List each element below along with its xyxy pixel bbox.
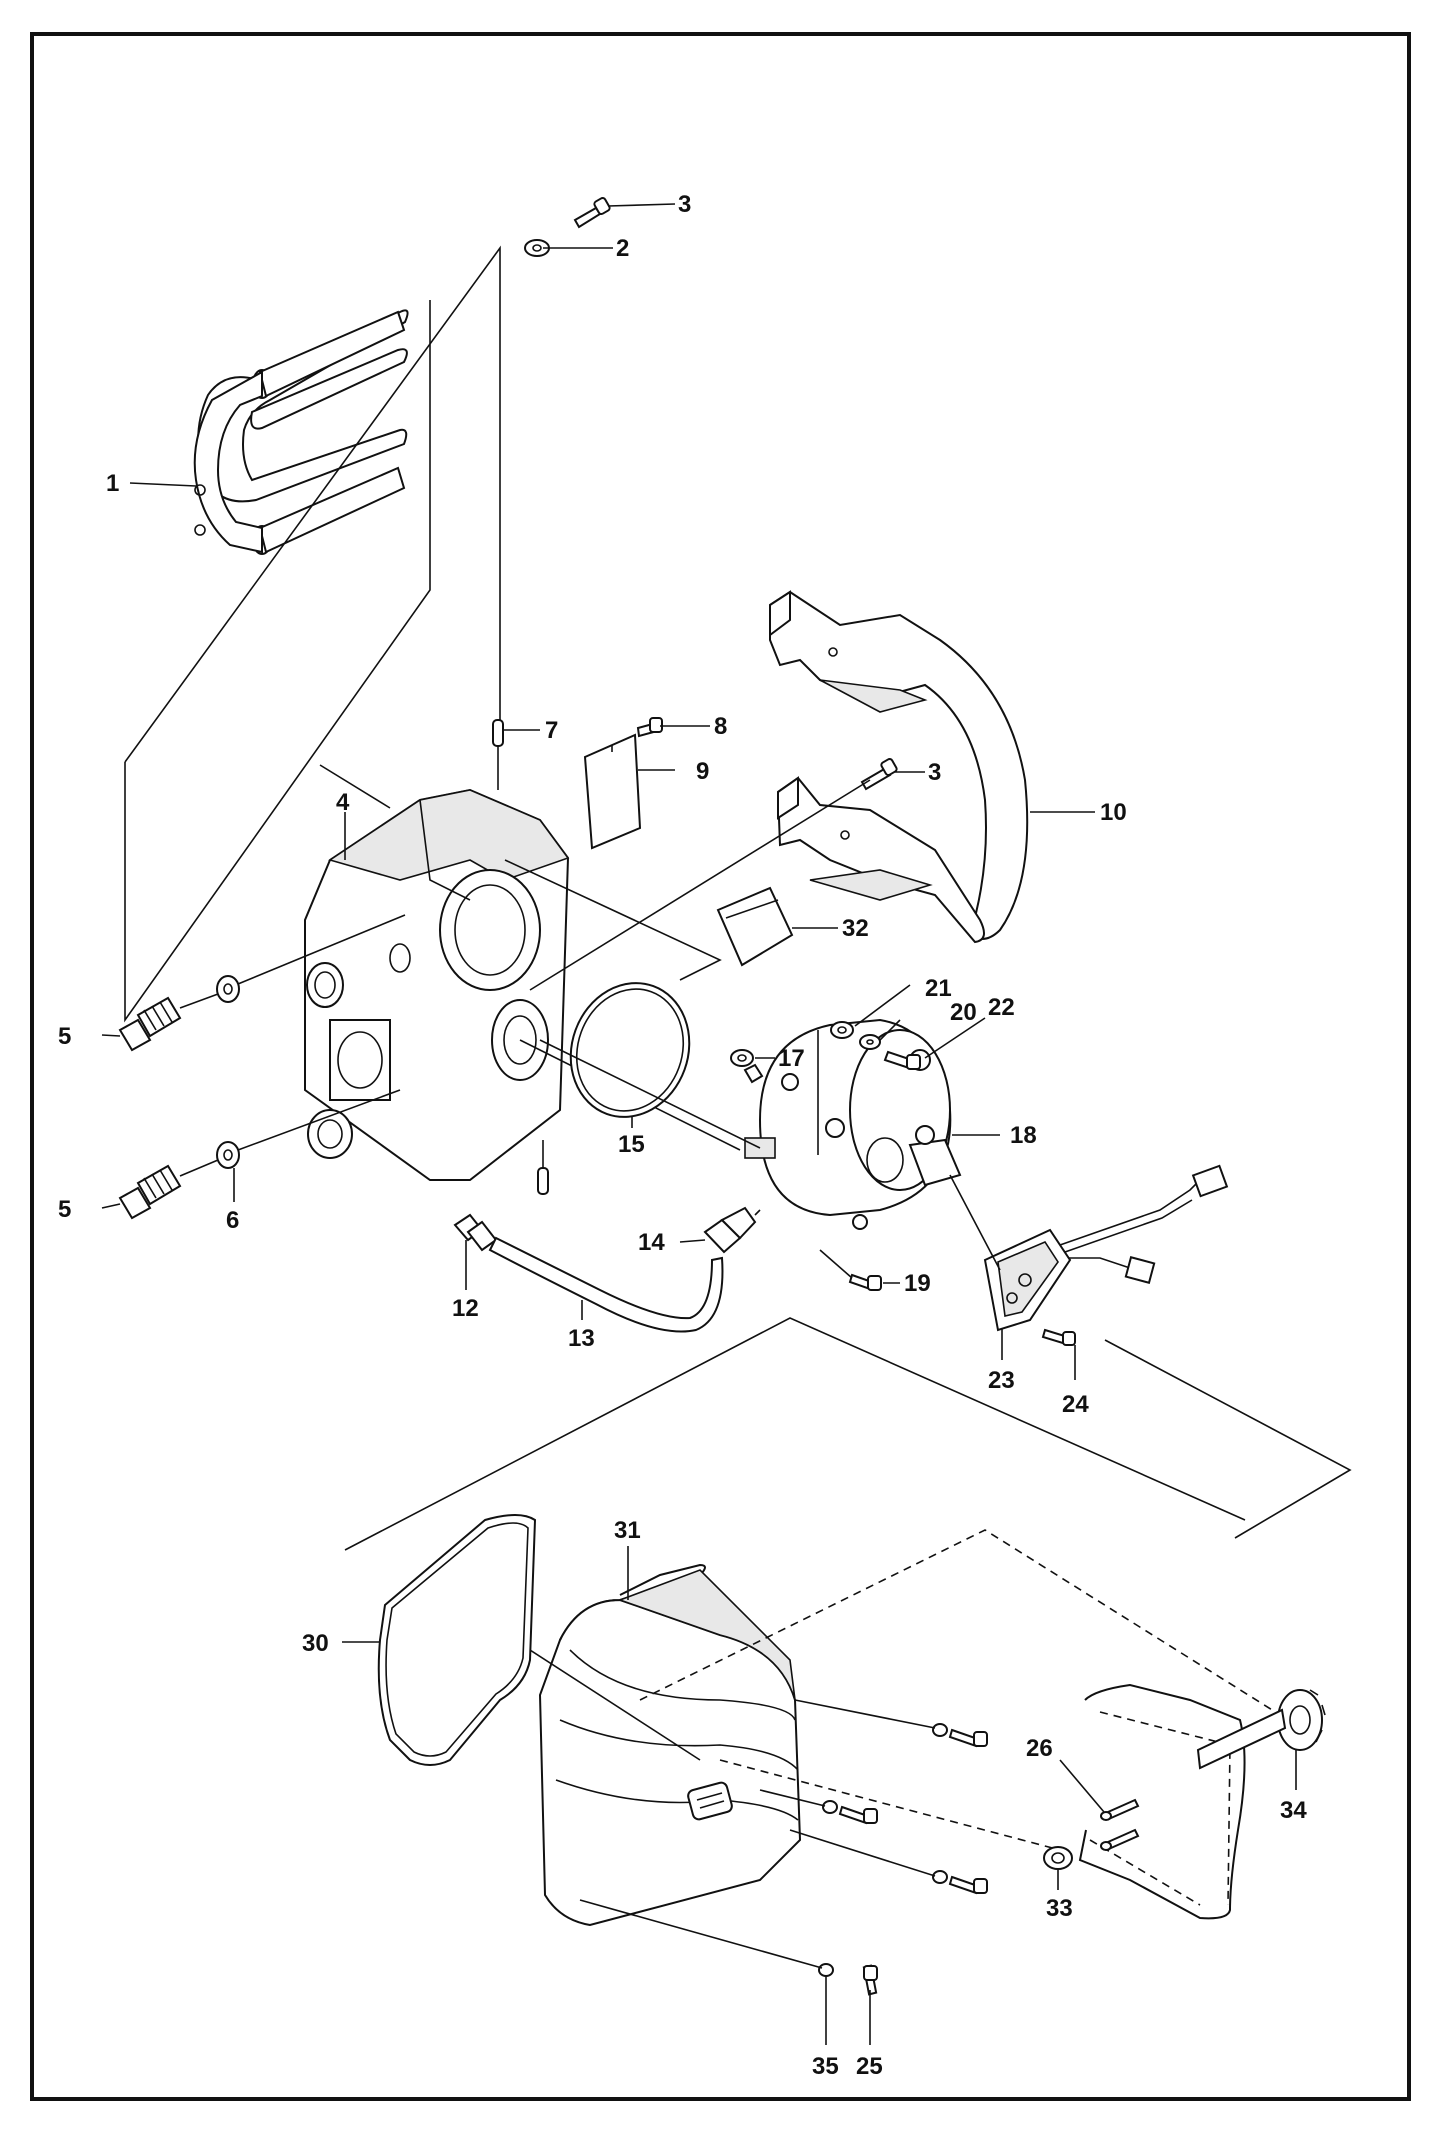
part-6-washer-upper [216,975,240,1003]
part-5-nipple-lower [118,1164,182,1220]
part-24-screw [1041,1328,1076,1346]
callout-1: 1 [106,470,119,497]
callout-14: 14 [638,1229,665,1256]
callout-9: 9 [696,758,709,785]
part-14-elbow [703,1206,757,1254]
part-12-hose-fitting [453,1213,498,1252]
callout-17: 17 [778,1045,805,1072]
part-9-cover-plate [583,733,642,850]
part-31-motor-cover [538,1563,802,1927]
callout-30: 30 [302,1630,329,1657]
part-35-washer [818,1963,834,1977]
part-8-screw [636,717,663,738]
part-32-grease-packet [716,886,794,967]
callout-10: 10 [1100,799,1127,826]
part-33-plug [1043,1846,1073,1870]
callout-35: 35 [812,2053,839,2080]
callout-18: 18 [1010,1122,1037,1149]
callout-3-handle: 3 [928,759,941,786]
callout-3: 3 [678,191,691,218]
part-7-pin [492,719,549,1195]
callout-5-upper: 5 [58,1023,71,1050]
callout-25: 25 [856,2053,883,2080]
part-4-gear-housing [304,788,570,1181]
callout-labels: 1 2 3 3 4 5 5 6 7 8 9 10 12 13 14 15 17 … [58,191,1307,2080]
callout-13: 13 [568,1325,595,1352]
part-34-fan-housing [1078,1683,1326,1920]
part-30-gasket [377,1514,537,1766]
callout-20: 20 [950,999,977,1026]
callout-31: 31 [614,1517,641,1544]
part-19-screw [848,1273,882,1291]
part-3-screw-top [573,197,611,229]
part-22-screw [883,1050,921,1070]
cover-screw-3 [932,1870,988,1895]
callout-33: 33 [1046,1895,1073,1922]
callout-6: 6 [226,1207,239,1234]
cover-screw-1 [932,1723,988,1748]
callout-8: 8 [714,713,727,740]
part-17-washer [730,1049,754,1067]
callout-22: 22 [988,994,1015,1021]
callout-4: 4 [336,789,350,816]
part-6-washer-lower [216,1141,240,1169]
callout-12: 12 [452,1295,479,1322]
part-21-nut [830,1021,854,1039]
part-10-front-handle [769,590,1029,944]
part-3-screw-handle [860,758,898,791]
diagram-border [30,32,1411,2101]
part-20-washer [859,1034,881,1050]
callout-23: 23 [988,1367,1015,1394]
callout-7: 7 [545,717,558,744]
part-26-screw [1100,1798,1140,1851]
leader-lines [101,203,1297,2045]
part-5-nipple-upper [118,996,182,1052]
callout-19: 19 [904,1270,931,1297]
callout-26: 26 [1026,1735,1053,1762]
callout-5-lower: 5 [58,1196,71,1223]
part-18-electric-motor [744,1018,962,1230]
callout-2: 2 [616,235,629,262]
part-15-o-ring [569,982,691,1118]
part-13-hose [488,1236,724,1333]
callout-21: 21 [925,975,952,1002]
callout-32: 32 [842,915,869,942]
callout-34: 34 [1280,1797,1307,1824]
part-25-screw [862,1964,878,1996]
part-1-handle [193,309,409,555]
cover-screw-2 [822,1800,878,1825]
part-23-control-board [983,1164,1229,1332]
callout-15: 15 [618,1131,645,1158]
callout-24: 24 [1062,1391,1089,1418]
